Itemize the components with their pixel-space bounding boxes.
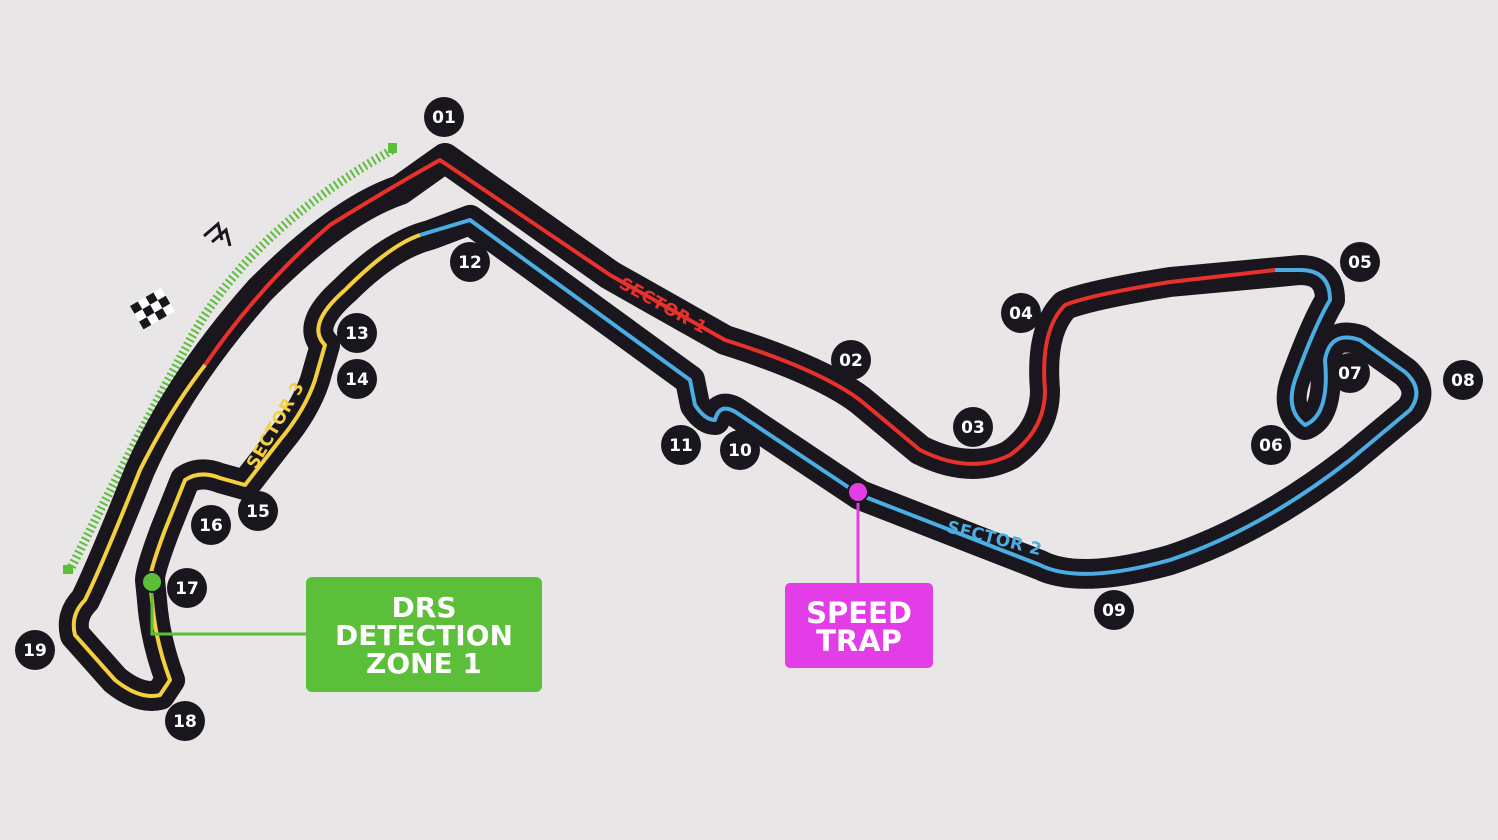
corner-number-11: 11 bbox=[669, 436, 693, 456]
corner-number-15: 15 bbox=[246, 502, 270, 522]
corner-marker-circle bbox=[953, 407, 993, 447]
corner-number-4: 04 bbox=[1009, 304, 1033, 324]
corner-marker-circle bbox=[1330, 353, 1370, 393]
corner-marker-circle bbox=[238, 491, 278, 531]
corner-number-10: 10 bbox=[728, 441, 752, 461]
corner-number-1: 01 bbox=[432, 108, 456, 128]
drs-detection-line-1: DRS bbox=[392, 591, 457, 624]
corner-markers: 01 02 03 04 05 06 07 08 09 10 11 12 13 14 15 16 17 18 19 bbox=[15, 97, 1483, 741]
corner-marker-circle bbox=[720, 430, 760, 470]
corner-marker: 18 bbox=[165, 701, 205, 741]
corner-marker: 04 bbox=[1001, 293, 1041, 333]
drs-chevron-icon bbox=[203, 221, 232, 247]
corner-marker: 10 bbox=[720, 430, 760, 470]
corner-marker: 19 bbox=[15, 630, 55, 670]
corner-number-3: 03 bbox=[961, 418, 985, 438]
speed-trap-line-1: SPEED bbox=[806, 596, 912, 630]
corner-marker: 01 bbox=[424, 97, 464, 137]
corner-marker-circle bbox=[831, 340, 871, 380]
corner-number-16: 16 bbox=[199, 516, 223, 536]
corner-marker: 12 bbox=[450, 242, 490, 282]
sector-1-line bbox=[203, 158, 1276, 466]
corner-marker-circle bbox=[661, 425, 701, 465]
speed-trap-point bbox=[847, 481, 869, 503]
corner-marker: 03 bbox=[953, 407, 993, 447]
drs-activation-zone bbox=[65, 146, 395, 573]
corner-number-12: 12 bbox=[458, 253, 482, 273]
corner-marker: 05 bbox=[1340, 242, 1380, 282]
drs-detection-line-3: ZONE 1 bbox=[366, 647, 482, 680]
corner-marker: 17 bbox=[167, 568, 207, 608]
corner-number-17: 17 bbox=[175, 579, 199, 599]
speed-trap-line-2: TRAP bbox=[816, 624, 902, 658]
drs-detection-point bbox=[141, 571, 163, 593]
corner-marker-circle bbox=[337, 313, 377, 353]
corner-marker-circle bbox=[1001, 293, 1041, 333]
corner-marker-circle bbox=[1251, 425, 1291, 465]
drs-detection-leader bbox=[150, 582, 306, 636]
corner-marker: 13 bbox=[337, 313, 377, 353]
corner-marker: 16 bbox=[191, 505, 231, 545]
drs-zone-end-marker bbox=[63, 565, 73, 574]
corner-marker-circle bbox=[337, 359, 377, 399]
corner-number-18: 18 bbox=[173, 712, 197, 732]
corner-number-14: 14 bbox=[345, 370, 369, 390]
corner-marker-circle bbox=[1094, 590, 1134, 630]
corner-number-2: 02 bbox=[839, 351, 863, 371]
corner-marker-circle bbox=[450, 242, 490, 282]
corner-marker-circle bbox=[1443, 360, 1483, 400]
corner-number-6: 06 bbox=[1259, 436, 1283, 456]
corner-number-19: 19 bbox=[23, 641, 47, 661]
corner-marker-circle bbox=[1340, 242, 1380, 282]
corner-marker: 15 bbox=[238, 491, 278, 531]
checkered-flag-icon bbox=[130, 288, 175, 330]
corner-marker: 02 bbox=[831, 340, 871, 380]
drs-detection-line-2: DETECTION bbox=[335, 619, 513, 652]
corner-marker-circle bbox=[191, 505, 231, 545]
corner-marker: 07 bbox=[1330, 353, 1370, 393]
corner-marker: 06 bbox=[1251, 425, 1291, 465]
corner-number-5: 05 bbox=[1348, 253, 1372, 273]
corner-marker: 09 bbox=[1094, 590, 1134, 630]
corner-marker-circle bbox=[165, 701, 205, 741]
drs-detection-box: DRS DETECTION ZONE 1 bbox=[306, 577, 542, 692]
corner-marker: 08 bbox=[1443, 360, 1483, 400]
corner-marker-circle bbox=[15, 630, 55, 670]
speed-trap-box: SPEED TRAP bbox=[785, 583, 933, 668]
corner-marker-circle bbox=[424, 97, 464, 137]
sector-2-line bbox=[419, 218, 1419, 576]
corner-number-7: 07 bbox=[1338, 364, 1362, 384]
corner-marker-circle bbox=[167, 568, 207, 608]
corner-marker: 14 bbox=[337, 359, 377, 399]
drs-zone-start-marker bbox=[388, 143, 397, 153]
corner-marker: 11 bbox=[661, 425, 701, 465]
corner-number-9: 09 bbox=[1102, 601, 1126, 621]
corner-number-13: 13 bbox=[345, 324, 369, 344]
corner-number-8: 08 bbox=[1451, 371, 1475, 391]
